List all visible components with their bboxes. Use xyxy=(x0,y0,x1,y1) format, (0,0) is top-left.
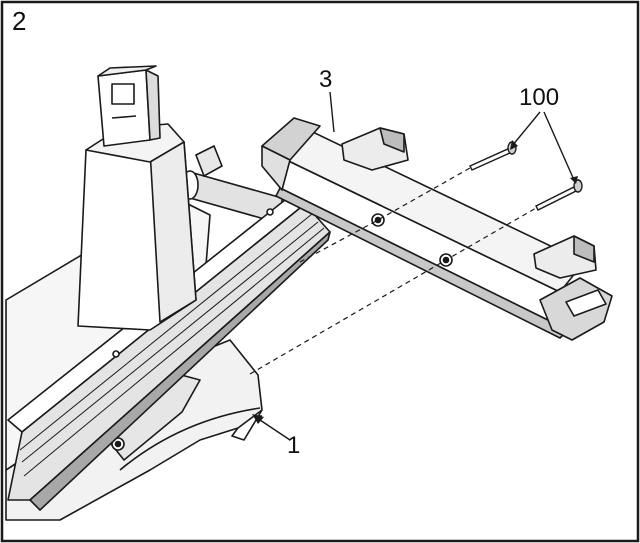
rear-tube xyxy=(181,144,283,226)
base-notch xyxy=(231,409,263,441)
arrowhead-1-fill xyxy=(252,414,264,424)
step-number: 2 xyxy=(12,6,27,36)
post-insert xyxy=(97,69,151,147)
base-curve xyxy=(119,407,261,471)
assembly-lines xyxy=(249,167,537,375)
dashed-line-upper xyxy=(299,167,471,263)
pivot-bolt-inner xyxy=(114,440,122,448)
leader-100-b xyxy=(543,111,575,181)
bolt-upper xyxy=(469,147,513,171)
arrowhead-100-b xyxy=(570,176,578,184)
post-insert-side xyxy=(145,69,161,141)
rail-groove-3 xyxy=(23,227,325,477)
upright-post xyxy=(77,65,197,331)
crossbar-side xyxy=(275,187,569,339)
callout-frame: 1 xyxy=(287,432,301,459)
callout-crossbar: 3 xyxy=(319,66,333,93)
bolts xyxy=(469,141,583,211)
rail-lower-edge xyxy=(29,231,331,511)
callout-bolts: 100 xyxy=(519,84,560,111)
bolt-lower xyxy=(535,185,579,211)
leader-100-a xyxy=(511,111,541,147)
rail-groove-2 xyxy=(21,221,319,463)
leader-3 xyxy=(329,91,335,133)
dashed-line-lower xyxy=(249,207,537,375)
rail-groove-1 xyxy=(19,213,313,451)
crossbar xyxy=(261,117,613,341)
post-insert-top xyxy=(97,65,157,77)
arrowhead-100-a xyxy=(510,140,518,150)
